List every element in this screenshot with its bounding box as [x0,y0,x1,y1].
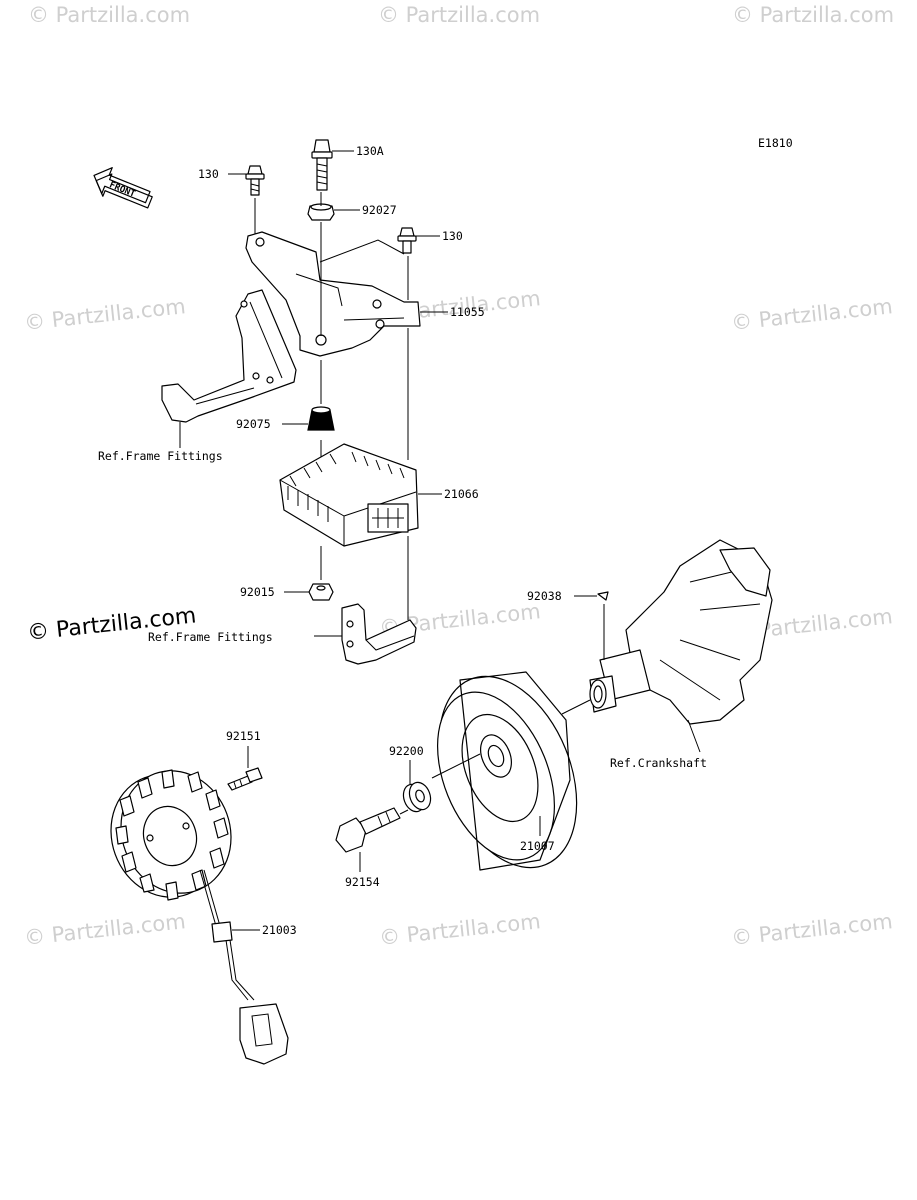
part-label-21066: 21066 [444,487,479,501]
part-label-92151: 92151 [226,729,261,743]
watermark: © Partzilla.com [378,3,540,27]
part-label-92154: 92154 [345,875,380,889]
collar-92027 [307,203,360,221]
watermark: © Partzilla.com [730,294,894,335]
watermark: © Partzilla.com [730,909,894,950]
washer-92200 [402,760,432,813]
bolt-130-right [397,227,440,254]
key-92038 [574,591,609,660]
stator-21003 [110,769,289,1065]
bolt-92154 [335,807,409,872]
part-label-92038: 92038 [527,589,562,603]
watermark: © Partzilla.com [732,3,894,27]
part-label-21007: 21007 [520,839,555,853]
part-label-92015: 92015 [240,585,275,599]
part-label-11055: 11055 [450,305,485,319]
watermark: © Partzilla.com [28,3,190,27]
part-label-21003: 21003 [262,923,297,937]
ref-frame-fittings-1: Ref.Frame Fittings [98,449,223,463]
watermark: © Partzilla.com [378,909,542,950]
watermark: © Partzilla.com [23,294,187,335]
watermark: © Partzilla.com [23,909,187,950]
frame-bracket-upper [161,289,297,448]
part-label-130-right: 130 [442,229,463,243]
bolt-92151 [227,746,263,791]
diagram-code: E1810 [758,136,793,150]
bracket-11055 [245,231,448,357]
part-label-130-left: 130 [198,167,219,181]
assembly-lines [320,192,409,620]
ref-frame-fittings-2: Ref.Frame Fittings [148,630,273,644]
bolt-130a [311,139,354,191]
rotor-21007 [431,671,578,871]
crankshaft [561,539,773,753]
nut-92015 [284,583,334,601]
grommet-92075 [282,406,335,431]
regulator-21066 [279,443,442,547]
part-label-92075: 92075 [236,417,271,431]
front-arrow-icon: FRONT [93,167,153,209]
ref-crankshaft: Ref.Crankshaft [610,756,707,770]
bolt-130-left [228,165,265,240]
frame-bracket-lower [314,603,417,665]
part-label-92200: 92200 [389,744,424,758]
part-label-92027: 92027 [362,203,397,217]
part-label-130a: 130A [356,144,384,158]
